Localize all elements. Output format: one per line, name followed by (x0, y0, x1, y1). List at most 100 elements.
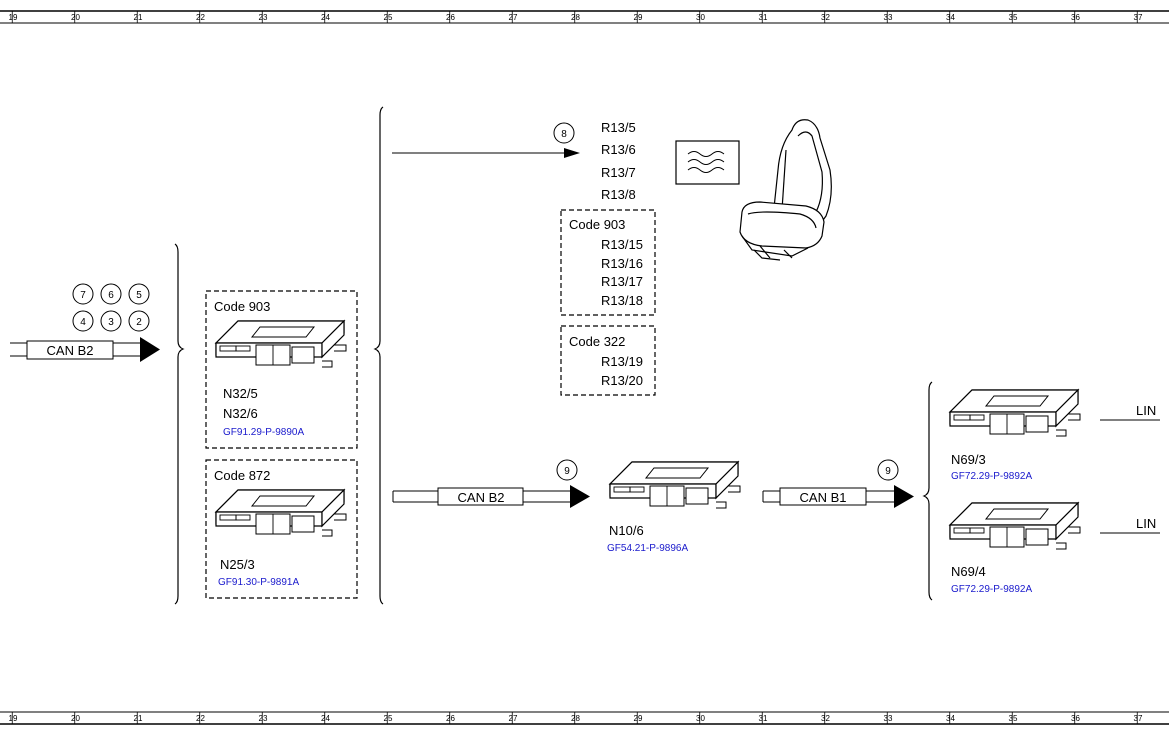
left-bus-label: CAN B2 (47, 343, 94, 358)
heater-list: R13/5 R13/6 R13/7 R13/8 (601, 120, 636, 202)
code-903-label: Code 903 (214, 299, 270, 314)
control-module-n32 (215, 320, 347, 368)
ruler-column-label: 30 (696, 714, 705, 723)
r13-label: R13/20 (601, 373, 643, 388)
right-bus-label: CAN B1 (800, 490, 847, 505)
ruler-column-label: 19 (9, 714, 18, 723)
ruler-column-label: 19 (9, 13, 18, 22)
control-module-n10 (609, 461, 741, 509)
circle-label: 6 (108, 290, 114, 301)
ruler-column-label: 29 (634, 714, 643, 723)
code-903-group: Code 903 N32/5 N32/6 GF91.29-P-9890A (205, 290, 358, 449)
n10-ref[interactable]: GF54.21-P-9896A (607, 543, 688, 554)
ruler-column-label: 21 (134, 13, 143, 22)
circle-label: 7 (80, 290, 86, 301)
r13-label: R13/5 (601, 120, 636, 135)
mid-bus-label: CAN B2 (458, 490, 505, 505)
n32-ref[interactable]: GF91.29-P-9890A (223, 427, 304, 438)
ruler-column-label: 22 (196, 714, 205, 723)
circle-label: 9 (564, 466, 570, 477)
ruler-column-label: 31 (759, 714, 768, 723)
ruler-column-label: 33 (884, 13, 893, 22)
ruler-column-label: 22 (196, 13, 205, 22)
n10-6-group: N10/6 GF54.21-P-9896A (607, 461, 741, 554)
circle-label: 4 (80, 317, 86, 328)
n32-5-label: N32/5 (223, 386, 258, 401)
bottom-ruler: 19 20 21 22 23 24 25 26 27 28 29 30 31 32 33 34 35 36 37 (0, 711, 1169, 725)
n69-4-ref[interactable]: GF72.29-P-9892A (951, 584, 1032, 595)
ruler-column-label: 34 (946, 13, 955, 22)
circle-label: 5 (136, 290, 142, 301)
ruler-column-label: 37 (1134, 714, 1143, 723)
r13-label: R13/17 (601, 274, 643, 289)
ruler-column-label: 25 (384, 714, 393, 723)
ruler-column-label: 33 (884, 714, 893, 723)
lin-label: LIN (1136, 403, 1156, 418)
heater-code-903-label: Code 903 (569, 217, 625, 232)
ruler-column-label: 28 (571, 714, 580, 723)
ruler-column-label: 20 (71, 714, 80, 723)
middle-brace (373, 106, 384, 605)
ruler-column-label: 27 (509, 714, 518, 723)
ruler-column-label: 24 (321, 13, 330, 22)
n32-6-label: N32/6 (223, 406, 258, 421)
heating-icon (675, 140, 740, 185)
r13-label: R13/16 (601, 256, 643, 271)
n25-ref[interactable]: GF91.30-P-9891A (218, 577, 299, 588)
circle-label: 3 (108, 317, 114, 328)
r13-label: R13/8 (601, 187, 636, 202)
control-module-n69-3 (949, 389, 1081, 437)
n69-4-group: LIN N69/4 GF72.29-P-9892A (949, 502, 1160, 595)
ruler-column-label: 31 (759, 13, 768, 22)
heater-code-322-label: Code 322 (569, 334, 625, 349)
mid-can-b2-bus: CAN B2 9 (392, 459, 590, 508)
n69-4-label: N69/4 (951, 564, 986, 579)
right-brace (922, 381, 933, 601)
heater-code-903-group: Code 903 R13/15 R13/16 R13/17 R13/18 (560, 209, 656, 316)
ruler-column-label: 25 (384, 13, 393, 22)
n10-6-label: N10/6 (609, 523, 644, 538)
ruler-column-label: 29 (634, 13, 643, 22)
ruler-column-label: 20 (71, 13, 80, 22)
ruler-column-label: 35 (1009, 714, 1018, 723)
ruler-column-label: 36 (1071, 714, 1080, 723)
code-872-label: Code 872 (214, 468, 270, 483)
right-can-b1-bus: CAN B1 9 (762, 459, 914, 508)
left-brace (174, 243, 185, 605)
circle-label: 9 (885, 466, 891, 477)
ruler-column-label: 34 (946, 714, 955, 723)
n69-3-label: N69/3 (951, 452, 986, 467)
heater-code-322-group: Code 322 R13/19 R13/20 (560, 325, 656, 396)
r13-label: R13/7 (601, 165, 636, 180)
ruler-column-label: 27 (509, 13, 518, 22)
ruler-column-label: 35 (1009, 13, 1018, 22)
lin-label: LIN (1136, 516, 1156, 531)
circle-label: 8 (561, 129, 567, 140)
r13-label: R13/6 (601, 142, 636, 157)
code-872-group: Code 872 N25/3 GF91.30-P-9891A (205, 459, 358, 599)
ruler-column-label: 21 (134, 714, 143, 723)
ruler-column-label: 32 (821, 714, 830, 723)
r13-label: R13/15 (601, 237, 643, 252)
ruler-column-label: 23 (259, 13, 268, 22)
ruler-column-label: 24 (321, 714, 330, 723)
left-circles: 7 6 5 4 3 2 (72, 283, 150, 332)
ruler-column-label: 32 (821, 13, 830, 22)
n69-3-group: LIN N69/3 GF72.29-P-9892A (949, 389, 1160, 482)
r13-label: R13/19 (601, 354, 643, 369)
ruler-column-label: 26 (446, 13, 455, 22)
control-module-n25 (215, 489, 347, 537)
control-module-n69-4 (949, 502, 1081, 550)
n25-3-label: N25/3 (220, 557, 255, 572)
left-can-b2-bus: CAN B2 (10, 337, 160, 362)
n69-3-ref[interactable]: GF72.29-P-9892A (951, 471, 1032, 482)
ruler-column-label: 37 (1134, 13, 1143, 22)
ruler-column-label: 36 (1071, 13, 1080, 22)
ruler-column-label: 30 (696, 13, 705, 22)
ruler-column-label: 26 (446, 714, 455, 723)
ruler-column-label: 23 (259, 714, 268, 723)
circle-label: 2 (136, 317, 142, 328)
heater-arrow: 8 (392, 122, 580, 158)
